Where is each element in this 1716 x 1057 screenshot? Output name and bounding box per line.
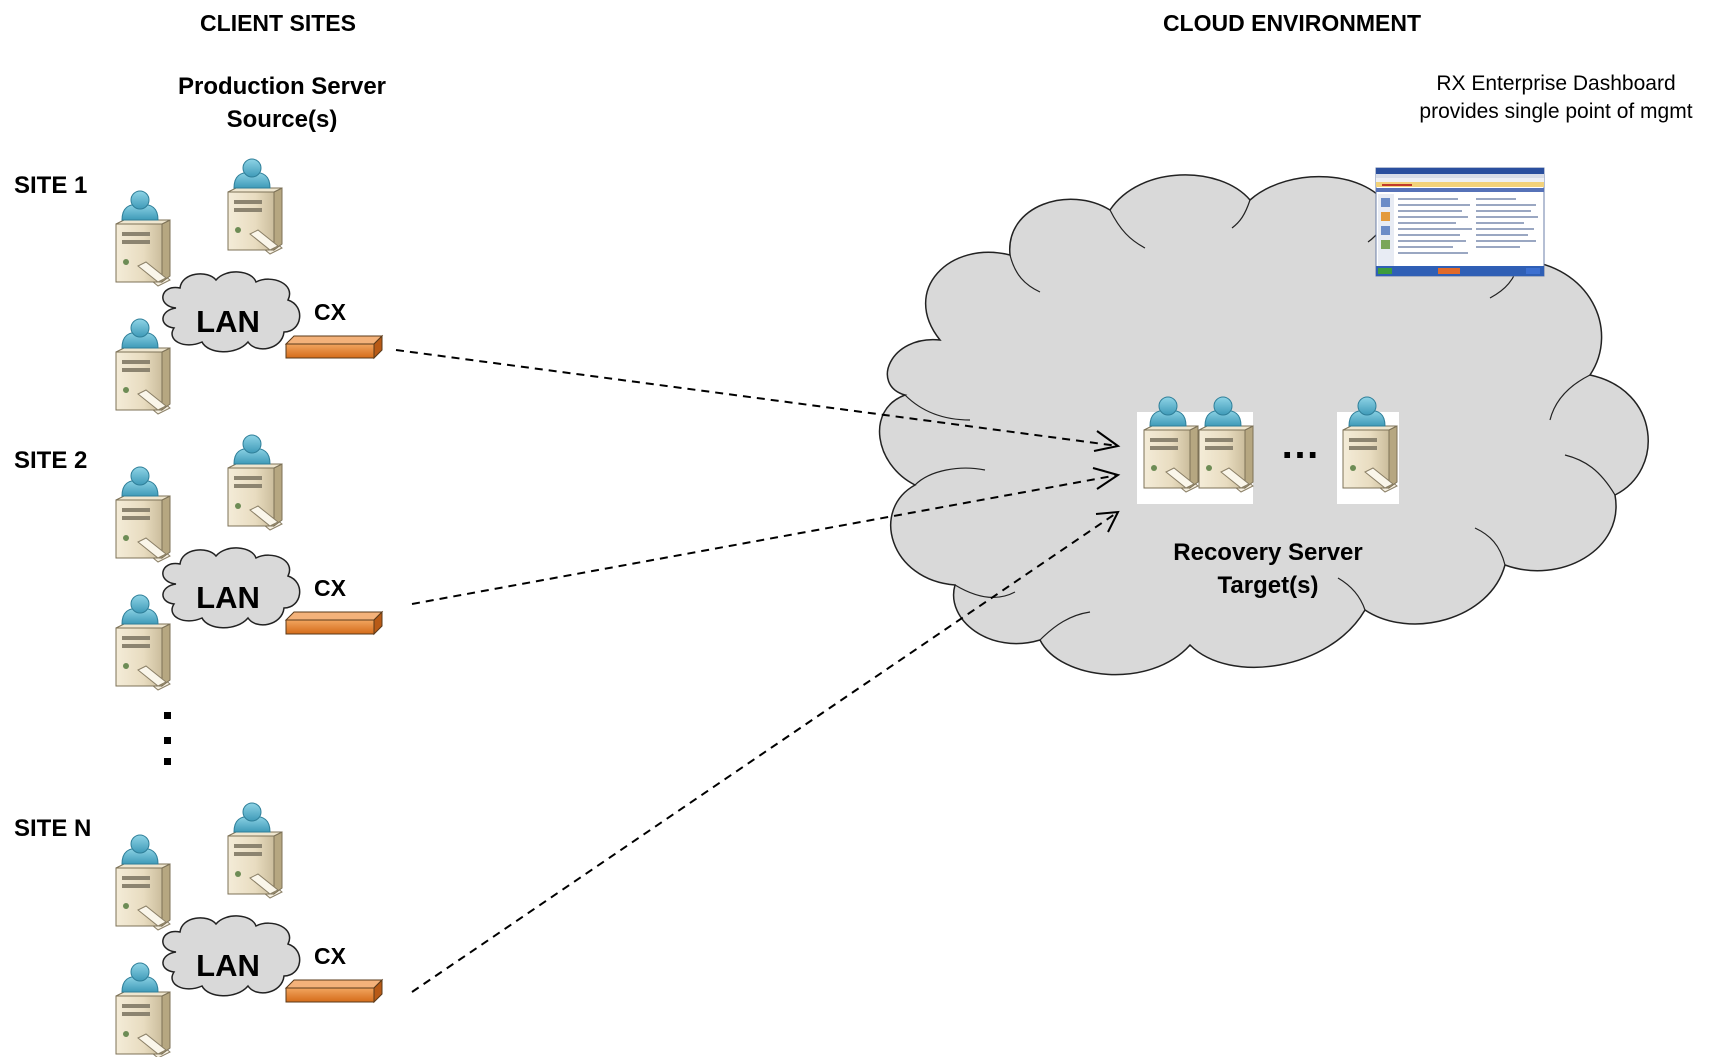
site-n-cx-appliance-icon xyxy=(284,978,384,1004)
site-1-lan-label: LAN xyxy=(196,304,260,339)
recovery-server-label-line2: Target(s) xyxy=(1218,572,1319,599)
dashboard-screenshot-icon xyxy=(1375,167,1545,277)
site-n-label: SITE N xyxy=(14,815,91,842)
arrowhead-site-1 xyxy=(1093,430,1121,452)
site-2-server-icon-1 xyxy=(115,466,171,563)
replication-arrow-site-2 xyxy=(411,474,1119,605)
site-1-server-icon-3 xyxy=(115,318,171,415)
recovery-server-ellipsis: … xyxy=(1280,423,1320,467)
site-2-group: SITE 2 LAN CX xyxy=(14,434,384,691)
site-2-server-icon-3 xyxy=(115,594,171,691)
site-n-server-icon-3 xyxy=(115,962,171,1057)
site-1-server-icon-2 xyxy=(227,158,283,255)
recovery-server-group xyxy=(1137,396,1399,504)
cloud-environment-header: CLOUD ENVIRONMENT xyxy=(1163,10,1421,36)
production-server-label-line2: Source(s) xyxy=(227,106,338,133)
site-n-server-icon-2 xyxy=(227,802,283,899)
site-2-lan-cloud-icon xyxy=(162,547,301,629)
site-2-label: SITE 2 xyxy=(14,447,87,474)
replication-arrow-site-n xyxy=(411,511,1119,993)
arrowhead-site-2 xyxy=(1092,467,1121,490)
site-2-server-icon-2 xyxy=(227,434,283,531)
site-n-lan-cloud-icon xyxy=(162,915,301,997)
site-2-lan-label: LAN xyxy=(196,580,260,615)
site-1-label: SITE 1 xyxy=(14,172,87,199)
production-server-label-line1: Production Server xyxy=(178,73,386,100)
replication-arrow-site-1 xyxy=(395,349,1119,447)
sites-vertical-ellipsis xyxy=(164,712,171,765)
site-1-server-icon-1 xyxy=(115,190,171,287)
arrowhead-site-n xyxy=(1095,510,1120,533)
recovery-server-label-line1: Recovery Server xyxy=(1173,539,1362,566)
site-2-cx-label: CX xyxy=(314,575,347,601)
site-1-group: SITE 1 LAN CX xyxy=(14,158,384,415)
site-1-cx-appliance-icon xyxy=(284,334,384,360)
client-sites-header: CLIENT SITES xyxy=(200,10,356,36)
site-n-group: SITE N LAN CX xyxy=(14,802,384,1057)
site-n-server-icon-1 xyxy=(115,834,171,931)
site-n-cx-label: CX xyxy=(314,943,347,969)
site-n-lan-label: LAN xyxy=(196,948,260,983)
site-1-cx-label: CX xyxy=(314,299,347,325)
dashboard-note-line1: RX Enterprise Dashboard xyxy=(1436,72,1675,95)
replication-arrows xyxy=(395,349,1121,993)
site-1-lan-cloud-icon xyxy=(162,271,301,353)
dashboard-note-line2: provides single point of mgmt xyxy=(1419,100,1692,123)
site-2-cx-appliance-icon xyxy=(284,610,384,636)
